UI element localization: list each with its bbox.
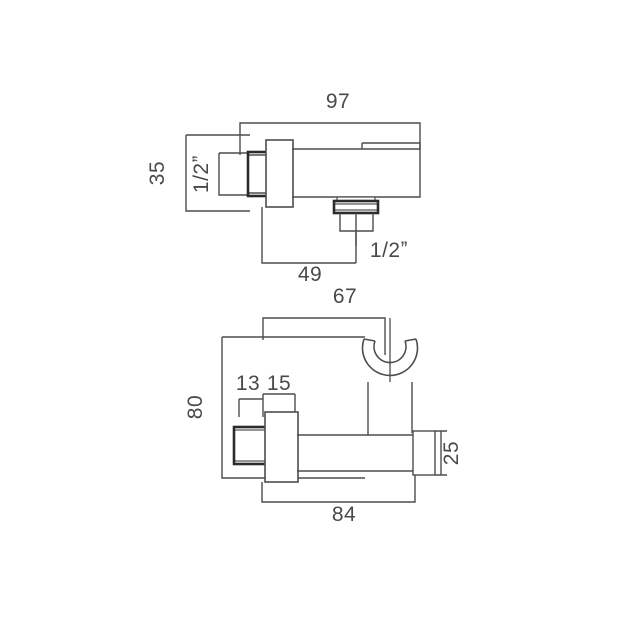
outlet-thread-nipple xyxy=(332,196,380,215)
dim-80-label: 80 xyxy=(184,395,207,419)
dim-25-leader xyxy=(435,430,447,476)
dim-15-bracket xyxy=(262,393,296,417)
dim-half-inch-inlet-label: 1/2ˮ xyxy=(190,155,213,193)
dim-15-label: 15 xyxy=(267,372,291,395)
elbow-main-body xyxy=(292,142,421,198)
dim-half-inch-outlet-label: 1/2ˮ xyxy=(370,239,408,262)
dim-35-label: 35 xyxy=(146,161,169,185)
mounting-flange-block xyxy=(265,139,294,208)
dim-67-leader xyxy=(262,317,386,355)
dim-84-leader xyxy=(261,475,416,503)
cradle-neck xyxy=(367,382,413,435)
dim-49-leader xyxy=(261,207,357,264)
dim-13-bracket xyxy=(238,398,263,417)
dim-67-label: 67 xyxy=(333,285,357,308)
holder-arm-body xyxy=(297,434,416,472)
dim-13-label: 13 xyxy=(236,372,260,395)
dim-84-label: 84 xyxy=(332,503,356,526)
dim-49-label: 49 xyxy=(298,263,322,286)
dim-25-label: 25 xyxy=(440,441,463,465)
holder-end-cap xyxy=(412,430,436,476)
side-elevation-view xyxy=(185,122,421,264)
crescent-cradle xyxy=(361,318,419,382)
dim-97-label: 97 xyxy=(326,90,350,113)
holder-flange-block xyxy=(264,411,299,483)
handset-holder-view xyxy=(221,317,447,503)
dim-80-extension-box xyxy=(221,336,365,479)
dim-97-leader xyxy=(239,122,421,155)
